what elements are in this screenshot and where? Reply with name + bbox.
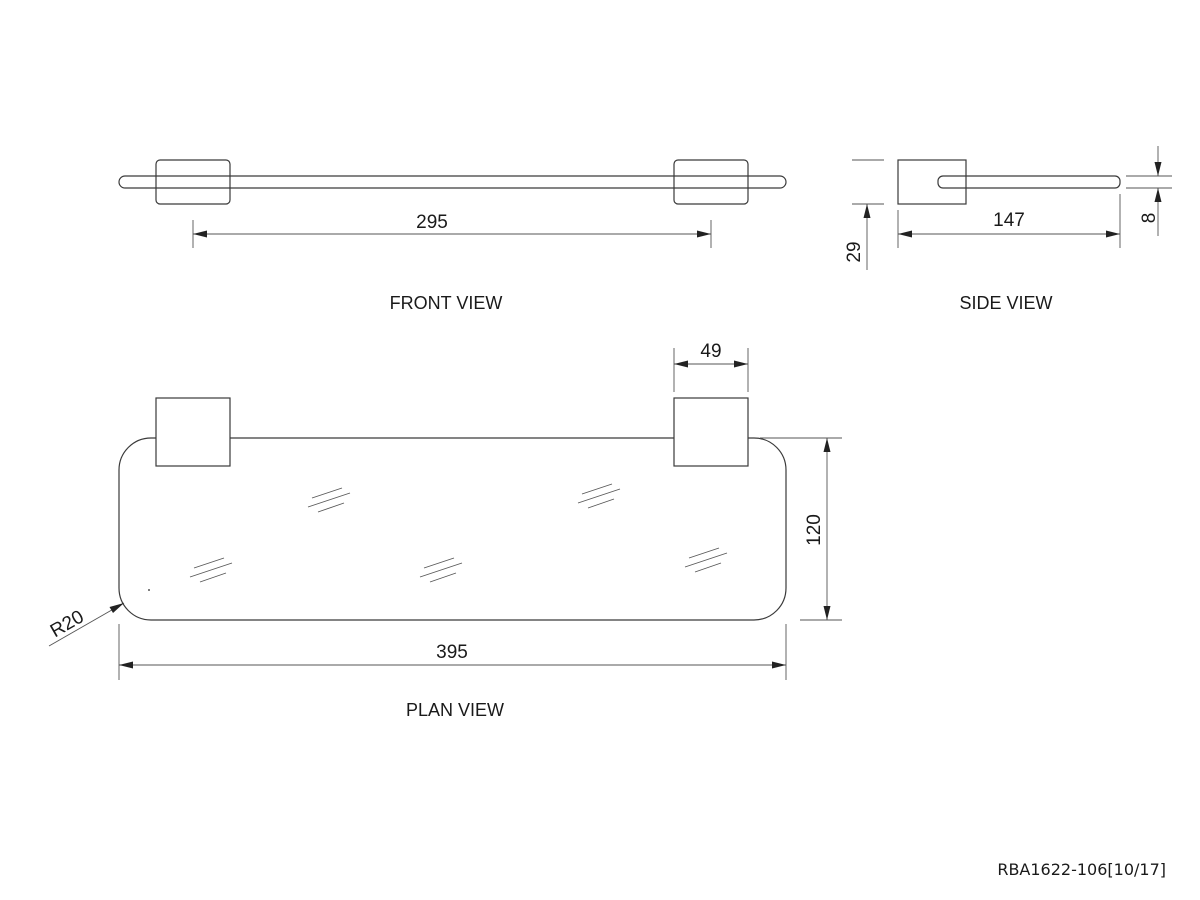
front-length-dimension: 295 bbox=[192, 212, 712, 248]
side-height-dimension: 29 bbox=[844, 159, 884, 270]
front-view: 295 FRONT VIEW bbox=[118, 159, 787, 313]
side-view-title: SIDE VIEW bbox=[959, 293, 1052, 313]
plan-depth-value: 120 bbox=[804, 514, 825, 546]
plan-depth-dimension: 120 bbox=[760, 437, 842, 621]
side-thickness-value: 8 bbox=[1139, 213, 1160, 224]
plan-bracket-value: 49 bbox=[700, 341, 721, 362]
side-thickness-dimension: 8 bbox=[1126, 146, 1172, 236]
plan-width-dimension: 395 bbox=[118, 624, 787, 680]
plan-right-bracket bbox=[673, 397, 749, 467]
side-view: 29 147 8 SIDE VIEW bbox=[844, 146, 1172, 313]
front-view-title: FRONT VIEW bbox=[390, 293, 503, 313]
front-shelf-edge bbox=[118, 175, 787, 189]
side-height-value: 29 bbox=[844, 241, 865, 262]
plan-radius-callout: R20 bbox=[47, 602, 125, 647]
plan-radius-value: R20 bbox=[47, 606, 88, 642]
side-depth-value: 147 bbox=[993, 210, 1025, 231]
plan-view-title: PLAN VIEW bbox=[406, 700, 504, 720]
plan-left-bracket bbox=[155, 397, 231, 467]
drawing-reference: RBA1622-106[10/17] bbox=[997, 860, 1166, 879]
plan-glass-shelf bbox=[118, 437, 787, 621]
plan-view: 49 120 395 R20 PLAN VIEW bbox=[47, 341, 842, 720]
plan-bracket-dimension: 49 bbox=[673, 341, 749, 392]
plan-width-value: 395 bbox=[436, 642, 468, 663]
glass-reflection-marks bbox=[148, 483, 728, 591]
front-length-value: 295 bbox=[416, 212, 448, 233]
side-shelf-profile bbox=[937, 175, 1121, 189]
side-bracket bbox=[897, 159, 967, 205]
side-depth-dimension: 147 bbox=[897, 194, 1121, 248]
